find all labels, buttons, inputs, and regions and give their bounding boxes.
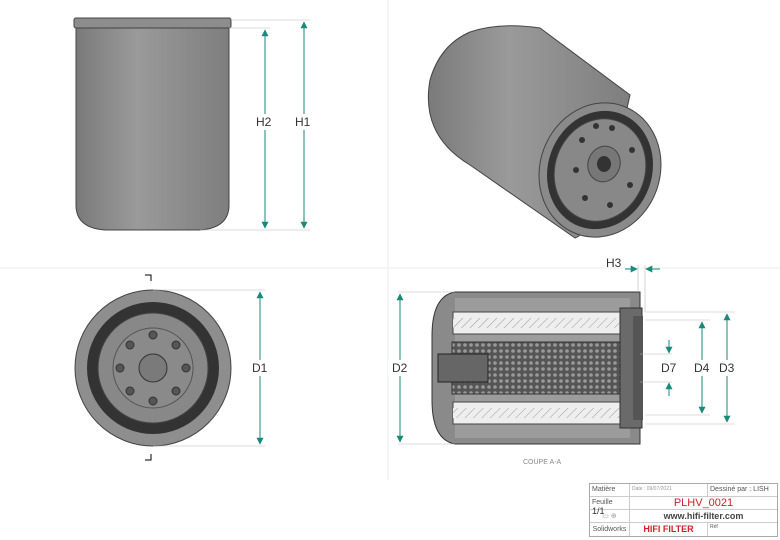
ref-label: Réf: [710, 524, 718, 530]
brand-name: HIFI FILTER: [630, 523, 708, 536]
software-label: Solidworks: [590, 523, 630, 536]
date-label: Date : 09/07/2021: [630, 484, 708, 497]
website-link[interactable]: www.hifi-filter.com: [630, 510, 777, 523]
projection-symbol-icon: ▭ ⊕: [590, 510, 630, 523]
h3-label: H3: [606, 256, 622, 270]
sheet-label: Feuille: [592, 499, 613, 506]
h2-label: H2: [256, 115, 272, 129]
drawn-by: Dessiné par : LISH: [708, 484, 777, 497]
d1-label: D1: [252, 361, 268, 375]
sheet-value: 1/1: [592, 506, 605, 516]
front-view: H2 H1: [73, 17, 317, 231]
d4-label: D4: [694, 361, 710, 375]
d2-label: D2: [392, 361, 408, 375]
part-number: PLHV_0021: [630, 497, 777, 510]
section-caption: COUPE A-A: [523, 459, 561, 466]
d3-label: D3: [719, 361, 735, 375]
h1-label: H1: [295, 115, 311, 129]
isometric-view: [427, 25, 662, 239]
section-marker: [145, 274, 152, 461]
bottom-view: D1: [74, 274, 274, 461]
section-view: D2 D7 D4 D3 H3 COUPE A-A: [388, 256, 738, 466]
title-block: Matière Date : 09/07/2021 Dessiné par : …: [589, 483, 778, 537]
d7-label: D7: [661, 361, 677, 375]
material-label: Matière: [590, 484, 630, 497]
